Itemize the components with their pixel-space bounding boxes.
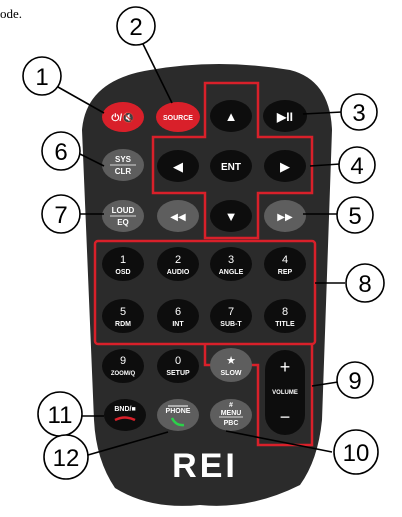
callout-9: 9 [337,362,373,398]
callout-8: 8 [346,264,384,302]
svg-text:SUB-T: SUB-T [220,321,242,328]
play-pause-icon: ▶II [276,110,293,124]
callout-7: 7 [42,195,80,233]
svg-text:11: 11 [48,402,73,429]
callout-2: 2 [117,7,155,45]
svg-text:1: 1 [120,254,126,266]
button-8-title[interactable]: 8 TITLE [264,299,306,333]
svg-text:2: 2 [175,254,181,266]
svg-text:MENU: MENU [221,410,242,417]
svg-text:3: 3 [352,100,365,127]
down-button[interactable]: ▼ [210,200,252,232]
svg-text:4: 4 [350,153,363,180]
callout-10: 10 [334,430,378,474]
svg-text:SOURCE: SOURCE [163,115,193,122]
svg-text:6: 6 [54,139,67,166]
svg-text:3: 3 [228,254,234,266]
svg-text:5: 5 [348,203,361,230]
prev-button[interactable]: ◀◀ [157,200,199,232]
button-1-osd[interactable]: 1 OSD [102,247,144,281]
callout-4: 4 [339,147,375,183]
svg-text:0: 0 [175,355,181,367]
svg-text:SLOW: SLOW [221,370,242,377]
svg-text:EQ: EQ [117,218,129,227]
svg-text:BND/■: BND/■ [114,406,135,413]
button-9-zoom[interactable]: 9 ZOOM/Q [102,349,144,383]
left-arrow-icon: ◀ [173,159,183,174]
svg-text:TITLE: TITLE [275,321,295,328]
previous-icon: ◀◀ [170,212,186,223]
power-mute-icon: ⏻/🔇 [111,111,134,124]
button-6-int[interactable]: 6 INT [157,299,199,333]
svg-text:6: 6 [175,306,181,318]
up-button[interactable]: ▲ [210,100,252,132]
source-button[interactable]: SOURCE [156,102,200,132]
up-arrow-icon: ▲ [225,109,238,124]
svg-text:9: 9 [120,355,126,367]
svg-text:SYS: SYS [115,155,132,164]
ent-button[interactable]: ENT [210,150,252,182]
band-stop-button[interactable]: BND/■ [104,399,146,431]
svg-text:AUDIO: AUDIO [167,269,190,276]
svg-text:RDM: RDM [115,321,131,328]
power-mute-button[interactable]: ⏻/🔇 [102,102,144,132]
play-pause-button[interactable]: ▶II [263,100,307,132]
svg-text:ENT: ENT [221,162,241,173]
svg-text:ZOOM/Q: ZOOM/Q [111,371,136,377]
svg-text:LOUD: LOUD [112,206,135,215]
svg-text:8: 8 [358,271,371,298]
svg-text:9: 9 [348,368,361,395]
button-4-rep[interactable]: 4 REP [264,247,306,281]
svg-text:ANGLE: ANGLE [219,269,244,276]
brand-logo: REI [172,447,238,485]
sys-clr-button[interactable]: SYS CLR [102,149,144,181]
svg-text:5: 5 [120,306,126,318]
next-icon: ▶▶ [277,212,293,223]
button-3-angle[interactable]: 3 ANGLE [210,247,252,281]
phone-button[interactable]: PHONE [157,399,199,431]
svg-text:CLR: CLR [115,167,132,176]
svg-text:INT: INT [172,321,184,328]
svg-text:VOLUME: VOLUME [272,390,298,396]
svg-text:12: 12 [53,445,80,472]
svg-text:OSD: OSD [115,269,130,276]
svg-text:REP: REP [278,269,293,276]
button-0-setup[interactable]: 0 SETUP [157,349,199,383]
callout-12: 12 [44,435,88,479]
volume-down-icon: − [280,407,291,427]
svg-text:2: 2 [129,14,142,41]
right-arrow-icon: ▶ [280,159,290,174]
next-button[interactable]: ▶▶ [264,200,306,232]
button-2-audio[interactable]: 2 AUDIO [157,247,199,281]
svg-text:1: 1 [35,64,48,91]
menu-pbc-button[interactable]: # MENU PBC [210,399,252,431]
svg-text:7: 7 [54,202,67,229]
callout-11: 11 [38,392,82,436]
callout-5: 5 [337,197,373,233]
slow-button[interactable]: ★ SLOW [210,348,252,382]
svg-text:7: 7 [228,306,234,318]
right-button[interactable]: ▶ [264,150,306,182]
volume-up-icon: + [280,357,291,377]
left-button[interactable]: ◀ [157,150,199,182]
callout-3: 3 [341,94,377,130]
button-5-rdm[interactable]: 5 RDM [102,299,144,333]
svg-text:#: # [229,402,233,409]
down-arrow-icon: ▼ [225,209,238,224]
star-icon: ★ [226,355,236,367]
svg-text:8: 8 [282,306,288,318]
callout-6: 6 [42,132,80,170]
svg-text:PBC: PBC [224,420,239,427]
svg-text:PHONE: PHONE [166,408,191,415]
volume-rocker[interactable]: + VOLUME − [265,350,305,435]
callout-1: 1 [23,57,61,95]
svg-text:SETUP: SETUP [166,370,190,377]
button-7-sub-t[interactable]: 7 SUB-T [210,299,252,333]
svg-text:10: 10 [343,440,370,467]
svg-text:4: 4 [282,254,288,266]
loud-eq-button[interactable]: LOUD EQ [102,200,144,232]
